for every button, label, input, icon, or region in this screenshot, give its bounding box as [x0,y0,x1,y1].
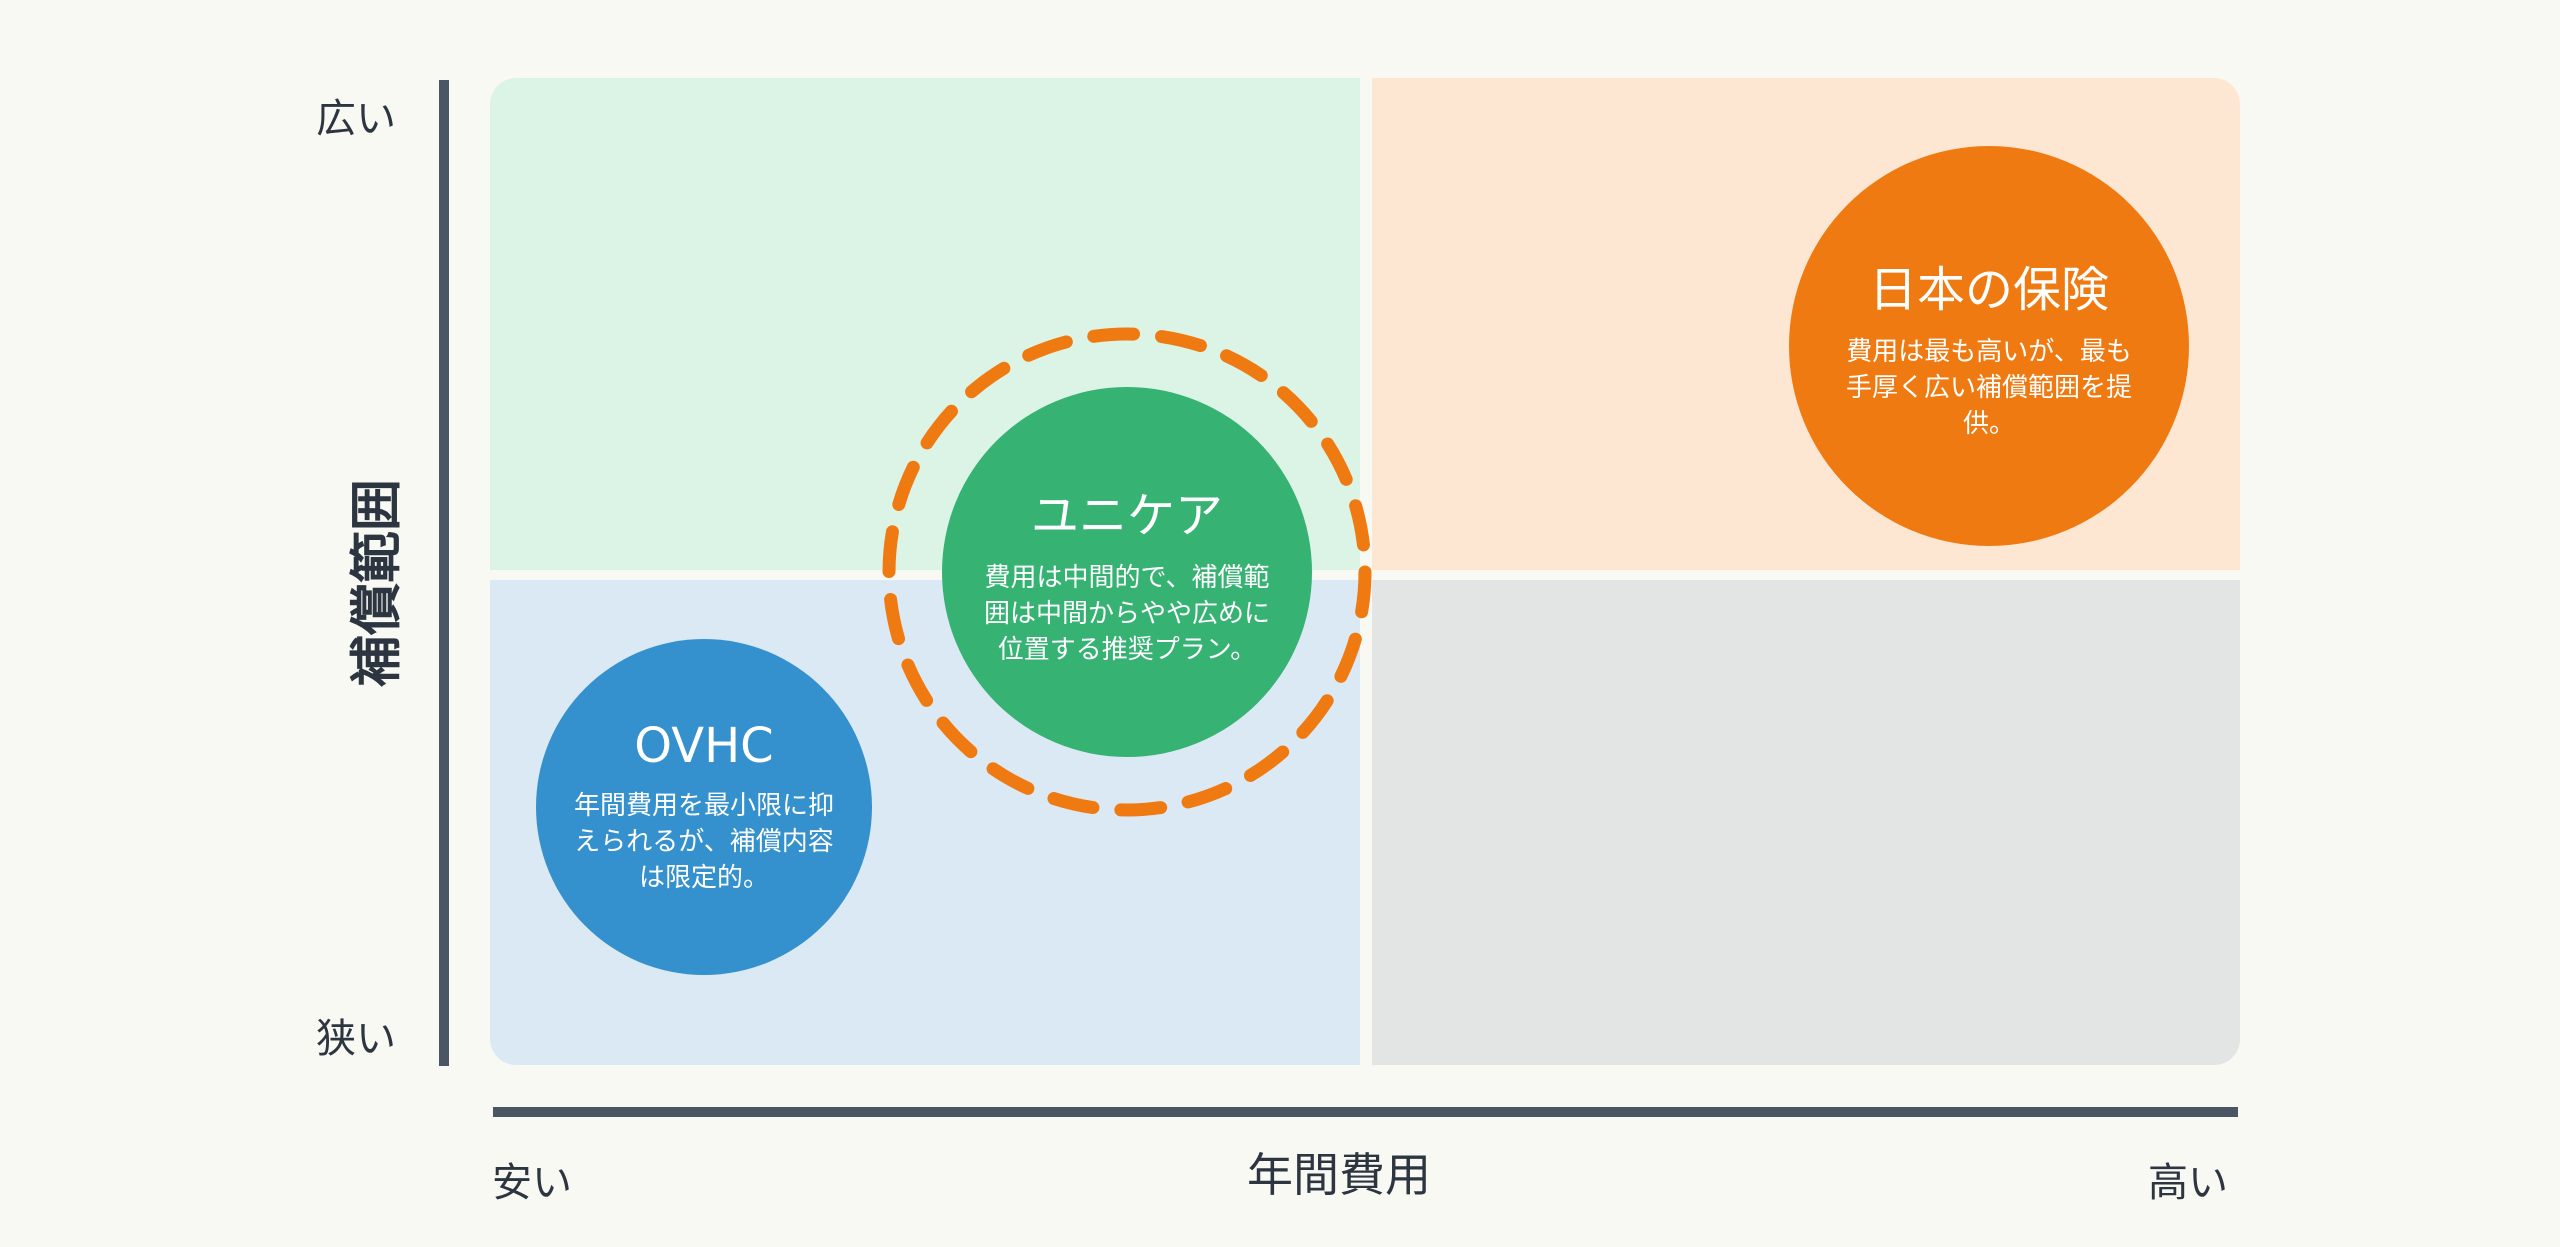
bubble-title: ユニケア [1030,488,1223,544]
bubble-title: 日本の保険 [1868,262,2109,318]
x-axis-line [493,1107,2238,1117]
y-axis-line [439,80,449,1066]
y-axis-bottom-label: 狭い [316,1016,396,1062]
y-axis-title: 補償範囲 [347,478,408,688]
x-axis-title: 年間費用 [1247,1148,1431,1202]
quadrant-narrow-expensive [1372,580,2240,1065]
x-axis-right-label: 高い [2148,1160,2228,1206]
highlight-dashed-ring [882,327,1372,817]
ovhc-bubble: OVHC 年間費用を最小限に抑えられるが、補償内容は限定的。 [536,639,872,975]
y-axis-top-label: 広い [316,96,396,142]
bubble-description: 費用は中間的で、補償範囲は中間からやや広めに位置する推奨プラン。 [983,563,1270,665]
bubble-title: OVHC [634,718,774,774]
unicare-bubble: ユニケア 費用は中間的で、補償範囲は中間からやや広めに位置する推奨プラン。 [942,387,1312,757]
bubble-description: 年間費用を最小限に抑えられるが、補償内容は限定的。 [573,791,834,893]
japan-insurance-bubble: 日本の保険 費用は最も高いが、最も手厚く広い補償範囲を提供。 [1789,146,2189,546]
x-axis-left-label: 安い [492,1160,572,1206]
bubble-description: 費用は最も高いが、最も手厚く広い補償範囲を提供。 [1845,337,2132,439]
